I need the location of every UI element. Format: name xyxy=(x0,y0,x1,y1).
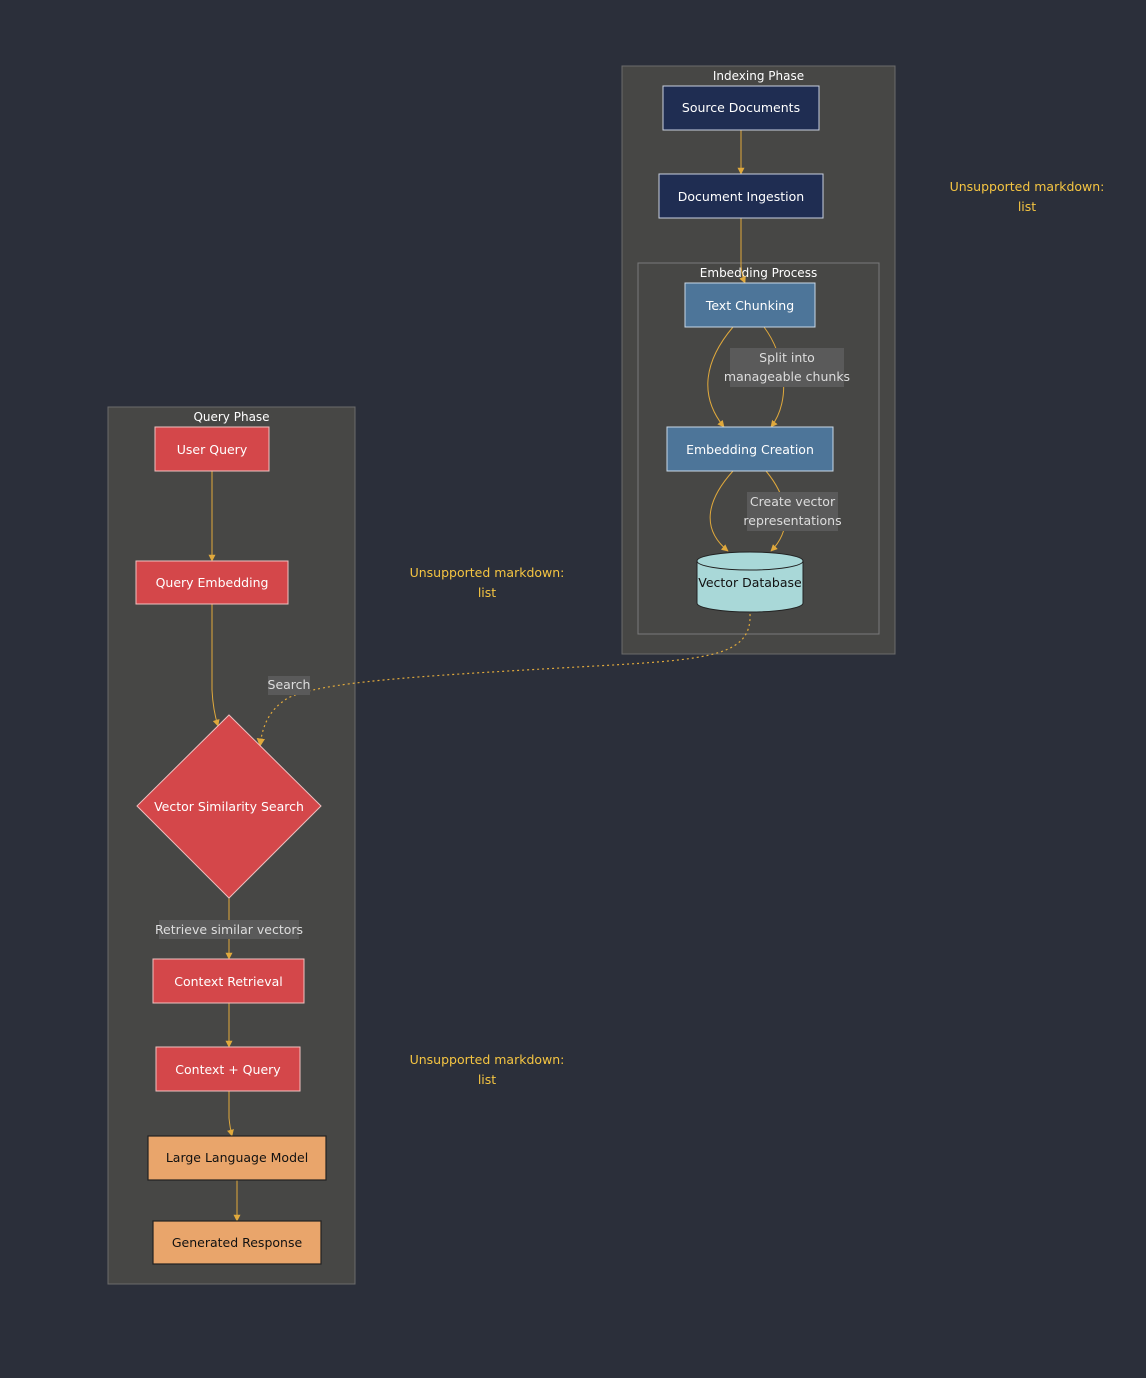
edge-embedding-to-db-a xyxy=(709,470,734,552)
edge-db-to-search-dotted xyxy=(256,613,751,747)
node-embedding-creation-label: Embedding Creation xyxy=(686,442,814,457)
node-vector-similarity-search[interactable]: Vector Similarity Search xyxy=(136,714,322,899)
node-vector-database-label: Vector Database xyxy=(698,575,802,590)
node-text-chunking[interactable]: Text Chunking xyxy=(684,282,816,328)
node-vector-database[interactable]: Vector Database xyxy=(696,551,804,613)
indexing-phase-title: Indexing Phase xyxy=(713,69,804,83)
node-generated-response-label: Generated Response xyxy=(172,1235,303,1250)
note-context: Unsupported markdown: list xyxy=(410,1052,565,1087)
edge-contextquery-to-llm xyxy=(227,1091,234,1137)
note-indexing-line2: list xyxy=(1018,199,1036,214)
edge-label-vectors-line1: Create vector xyxy=(750,494,836,509)
node-vector-similarity-search-label: Vector Similarity Search xyxy=(154,799,304,814)
edge-label-split: Split into manageable chunks xyxy=(724,348,850,387)
edge-ingestion-to-chunking xyxy=(739,218,746,284)
edge-label-search-text: Search xyxy=(268,677,311,692)
edge-chunking-to-embedding-a xyxy=(707,326,734,428)
node-document-ingestion[interactable]: Document Ingestion xyxy=(658,173,824,219)
embedding-process-title: Embedding Process xyxy=(700,266,817,280)
note-query-line2: list xyxy=(478,585,496,600)
node-query-embedding[interactable]: Query Embedding xyxy=(135,560,289,605)
node-user-query[interactable]: User Query xyxy=(154,426,270,472)
query-phase-title: Query Phase xyxy=(193,410,269,424)
note-indexing-line1: Unsupported markdown: xyxy=(950,179,1105,194)
edge-label-vectors: Create vector representations xyxy=(743,492,842,531)
edge-label-retrieve: Retrieve similar vectors xyxy=(155,920,303,939)
node-context-query-label: Context + Query xyxy=(175,1062,281,1077)
node-large-language-model[interactable]: Large Language Model xyxy=(147,1135,327,1181)
note-context-line2: list xyxy=(478,1072,496,1087)
node-source-documents[interactable]: Source Documents xyxy=(662,85,820,131)
note-query-embedding: Unsupported markdown: list xyxy=(410,565,565,600)
node-embedding-creation[interactable]: Embedding Creation xyxy=(666,426,834,472)
node-context-retrieval-label: Context Retrieval xyxy=(174,974,283,989)
edge-embedding-to-search xyxy=(211,604,220,727)
node-large-language-model-label: Large Language Model xyxy=(166,1150,308,1165)
edge-label-retrieve-text: Retrieve similar vectors xyxy=(155,922,303,937)
node-context-retrieval[interactable]: Context Retrieval xyxy=(152,958,305,1004)
note-query-line1: Unsupported markdown: xyxy=(410,565,565,580)
node-generated-response[interactable]: Generated Response xyxy=(152,1220,322,1265)
node-user-query-label: User Query xyxy=(177,442,248,457)
node-text-chunking-label: Text Chunking xyxy=(705,298,794,313)
edge-label-split-line2: manageable chunks xyxy=(724,369,850,384)
note-context-line1: Unsupported markdown: xyxy=(410,1052,565,1067)
node-document-ingestion-label: Document Ingestion xyxy=(678,189,804,204)
edge-label-split-line1: Split into xyxy=(759,350,815,365)
edge-label-search: Search xyxy=(268,676,311,695)
node-query-embedding-label: Query Embedding xyxy=(156,575,269,590)
node-context-query[interactable]: Context + Query xyxy=(155,1046,301,1092)
node-source-documents-label: Source Documents xyxy=(682,100,800,115)
edge-label-vectors-line2: representations xyxy=(743,513,841,528)
note-indexing: Unsupported markdown: list xyxy=(950,179,1105,214)
